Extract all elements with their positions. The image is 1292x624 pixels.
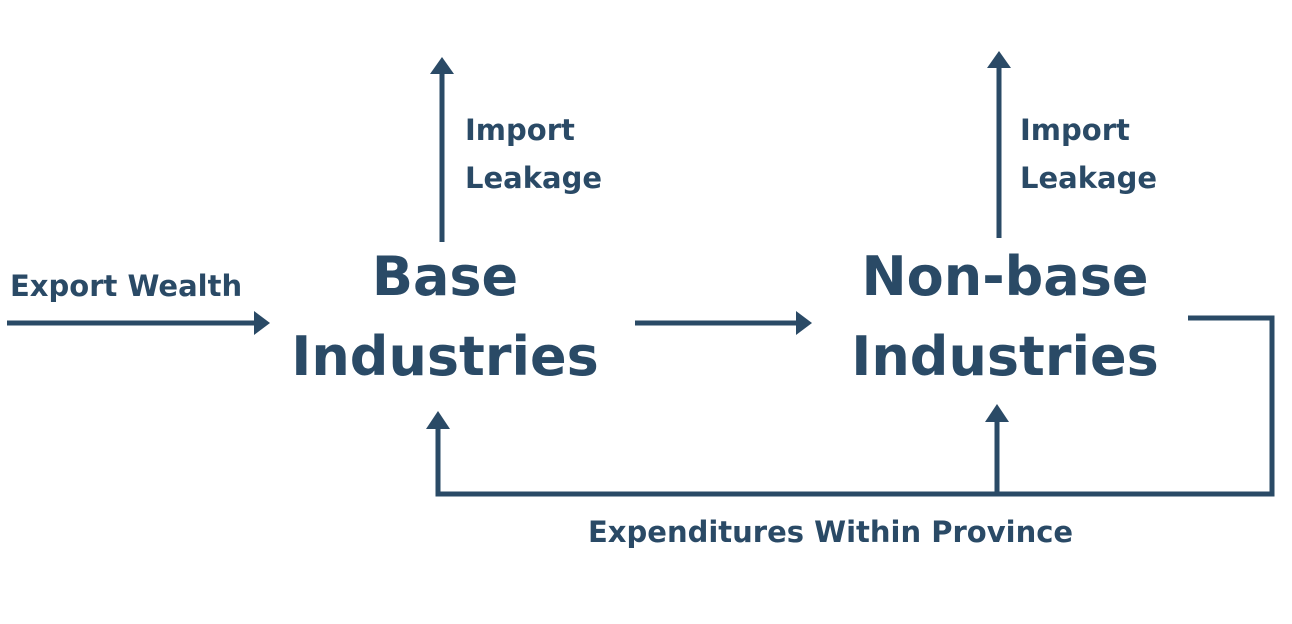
- nonbase-industries-label: Non-base Industries: [805, 250, 1205, 384]
- base-industries-label: Base Industries: [245, 250, 645, 384]
- export-wealth-label: Export Wealth: [10, 269, 243, 303]
- expenditure-to-base-arrowhead: [426, 411, 450, 429]
- import-leakage-left-arrowhead: [430, 57, 454, 74]
- expenditure-loop-line: [435, 315, 1275, 497]
- nonbase-industries-line2: Industries: [851, 325, 1159, 388]
- import-leakage-right-line1: Import: [1020, 113, 1130, 147]
- import-leakage-right-line2: Leakage: [1020, 161, 1157, 195]
- import-leakage-left-line2: Leakage: [465, 161, 602, 195]
- base-to-nonbase-arrowhead: [796, 311, 812, 335]
- expenditures-label: Expenditures Within Province: [588, 515, 1074, 549]
- import-leakage-left-line1: Import: [465, 113, 575, 147]
- import-leakage-right-label: Import Leakage: [1020, 116, 1157, 193]
- base-industries-line1: Base: [371, 245, 519, 308]
- base-industries-line2: Industries: [291, 325, 599, 388]
- import-leakage-left-label: Import Leakage: [465, 116, 602, 193]
- import-leakage-right-arrowhead: [987, 51, 1011, 68]
- export-wealth-arrowhead: [254, 311, 270, 335]
- expenditure-to-nonbase-arrowhead: [985, 404, 1009, 422]
- nonbase-industries-line1: Non-base: [861, 245, 1149, 308]
